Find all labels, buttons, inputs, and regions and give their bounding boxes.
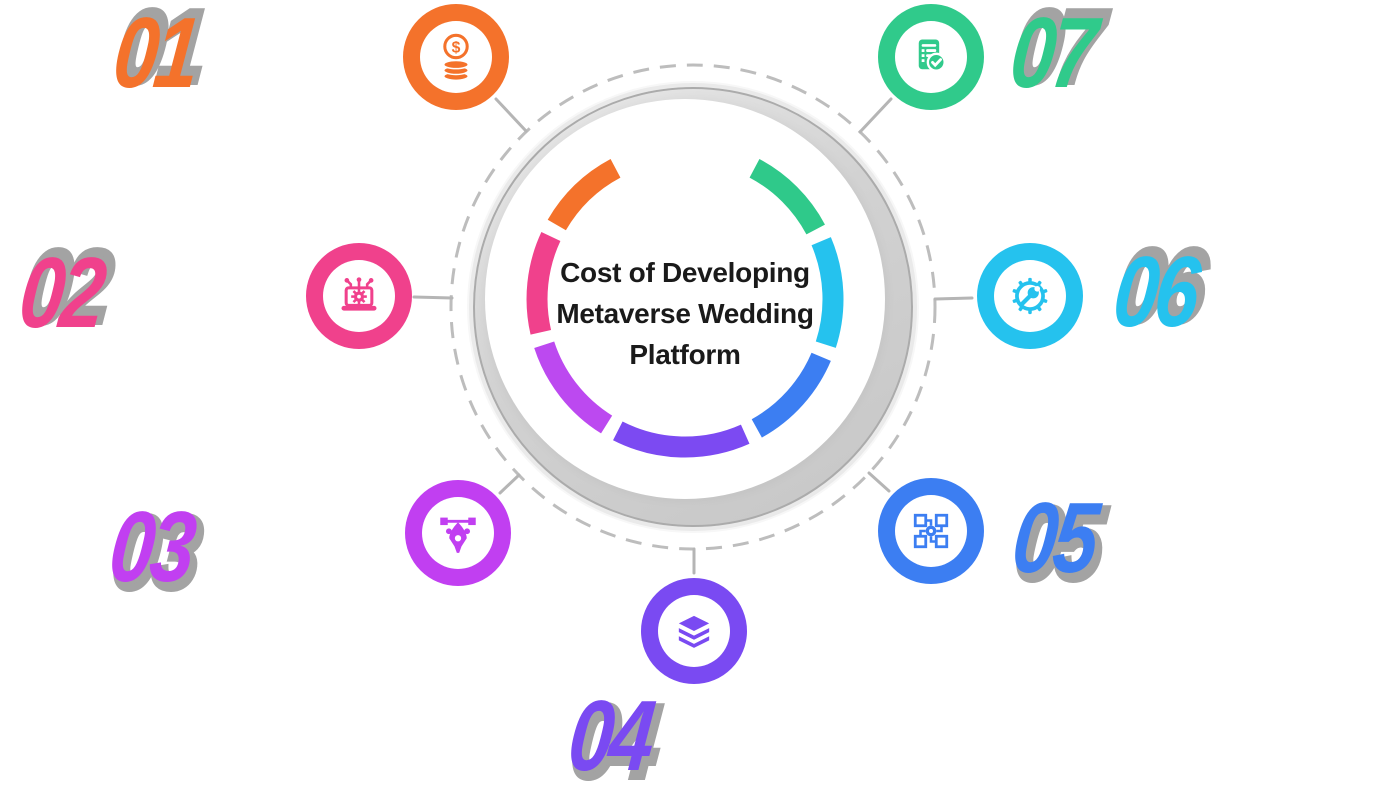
ring-segment [751, 352, 831, 438]
hub-title-line-1: Cost of Developing [560, 256, 810, 288]
connector-lines [412, 97, 974, 575]
connector-line [867, 471, 891, 493]
item-03-number: 03 [105, 491, 198, 603]
ring-segment [811, 237, 844, 348]
money-coins-icon: $ [420, 21, 492, 93]
connector-line [498, 473, 521, 495]
item-07-number: 07 [1006, 0, 1099, 109]
laptop-circuit-gear-icon [323, 260, 395, 332]
item-02-icon-badge [306, 243, 412, 349]
hub-title: Cost of Developing Metaverse Wedding Pla… [485, 113, 885, 513]
central-hub: Cost of Developing Metaverse Wedding Pla… [473, 87, 913, 527]
segment-ring [526, 159, 844, 458]
ring-segment [613, 421, 750, 458]
document-check-icon [895, 21, 967, 93]
item-01-icon-badge: $ [403, 4, 509, 110]
ring-segment [749, 159, 825, 235]
ring-segment [534, 341, 613, 434]
svg-text:$: $ [452, 39, 461, 56]
connector-line [412, 295, 454, 300]
item-07-icon-badge [878, 4, 984, 110]
item-02-number: 02 [15, 237, 108, 349]
ring-segment [526, 232, 561, 335]
connector-line [933, 296, 974, 301]
hub-title-line-3: Platform [629, 338, 741, 370]
connector-line [858, 97, 893, 134]
layers-stack-icon [658, 595, 730, 667]
item-03-icon-badge [405, 480, 511, 586]
hub-title-line-2: Metaverse Wedding [556, 297, 814, 329]
item-06-number: 06 [1109, 236, 1202, 348]
item-04-icon-badge [641, 578, 747, 684]
pen-tool-icon [422, 497, 494, 569]
network-nodes-icon [895, 495, 967, 567]
central-hub-face: Cost of Developing Metaverse Wedding Pla… [485, 99, 885, 499]
item-04-number: 04 [564, 680, 657, 792]
item-06-icon-badge [977, 243, 1083, 349]
item-05-number: 05 [1008, 482, 1101, 594]
item-01-number: 01 [109, 0, 202, 109]
ring-segment [547, 159, 621, 231]
item-05-icon-badge [878, 478, 984, 584]
connector-line [494, 97, 528, 133]
gear-wrench-icon [994, 260, 1066, 332]
